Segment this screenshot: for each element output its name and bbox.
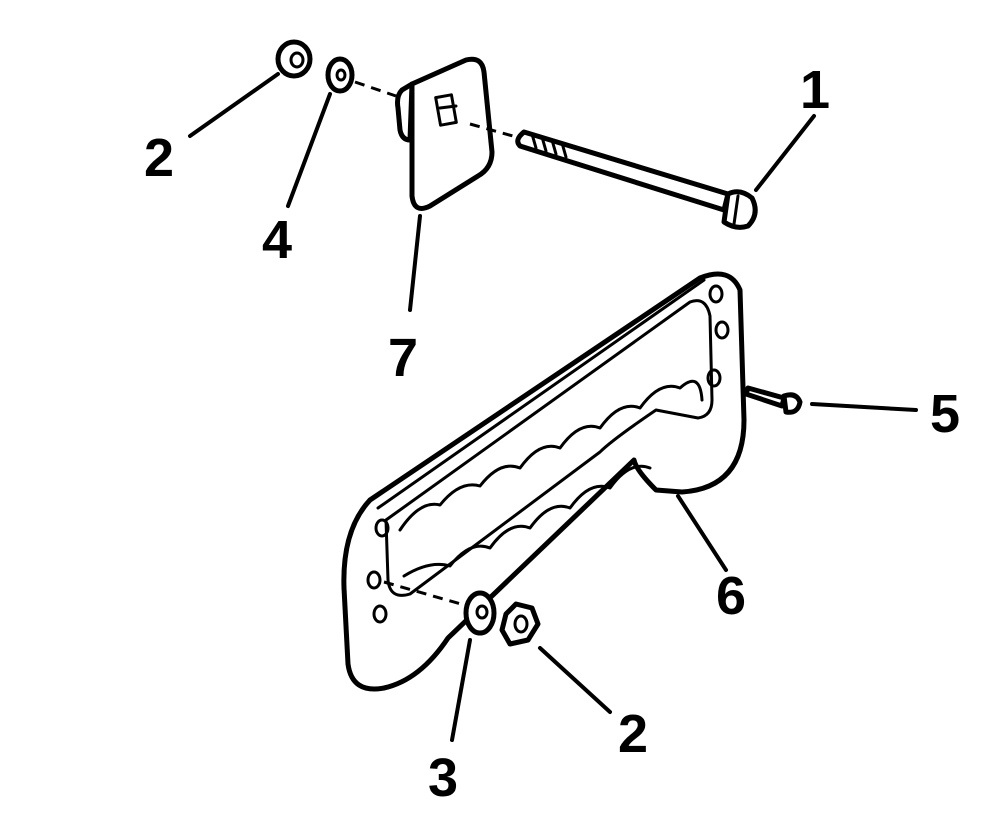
callout-2-bottom: 2 xyxy=(618,704,648,764)
leader-4 xyxy=(286,92,332,208)
leader-3 xyxy=(450,638,472,742)
alignment-line-bolt xyxy=(469,122,521,140)
callout-1: 1 xyxy=(800,60,830,120)
nut-bottom xyxy=(499,601,541,647)
washer-top xyxy=(325,56,355,94)
alignment-line-top xyxy=(354,80,397,98)
large-mounting-plate xyxy=(341,271,747,692)
callout-5: 5 xyxy=(930,384,960,444)
leader-5 xyxy=(810,402,918,412)
alignment-line-bottom xyxy=(383,580,469,608)
nut-top xyxy=(275,39,313,79)
callout-2-top: 2 xyxy=(144,128,174,188)
leader-6 xyxy=(676,494,728,572)
leader-2-bottom xyxy=(538,646,612,714)
leader-2-top xyxy=(188,72,280,138)
washer-bottom xyxy=(463,590,497,636)
callout-3: 3 xyxy=(428,748,458,808)
screw xyxy=(743,385,803,415)
callout-6: 6 xyxy=(716,566,746,626)
callout-4: 4 xyxy=(262,210,292,270)
callout-7: 7 xyxy=(388,328,418,388)
leader-1 xyxy=(754,114,816,192)
leader-7 xyxy=(408,214,422,312)
long-bolt xyxy=(515,129,758,230)
small-bracket-plate xyxy=(395,56,495,211)
